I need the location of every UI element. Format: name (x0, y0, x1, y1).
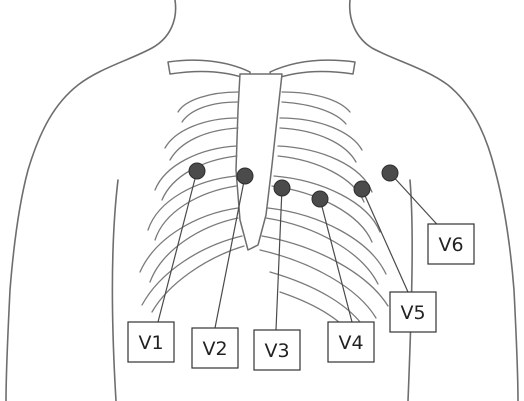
label-v2: V2 (192, 328, 238, 368)
label-v6: V6 (428, 224, 474, 264)
electrode-v1 (189, 163, 205, 179)
label-v3: V3 (254, 330, 300, 370)
label-v2-text: V2 (202, 338, 227, 360)
electrode-v4 (312, 191, 328, 207)
label-v4: V4 (328, 322, 374, 362)
electrode-v3 (274, 180, 290, 196)
electrode-v5 (354, 181, 370, 197)
electrode-v2 (237, 168, 253, 184)
label-v5-text: V5 (400, 302, 425, 324)
label-v1-text: V1 (138, 332, 163, 354)
label-v3-text: V3 (264, 340, 289, 362)
label-v4-text: V4 (338, 332, 363, 354)
label-v1: V1 (128, 322, 174, 362)
label-v6-text: V6 (438, 234, 463, 256)
label-v5: V5 (390, 292, 436, 332)
electrode-v6 (382, 165, 398, 181)
